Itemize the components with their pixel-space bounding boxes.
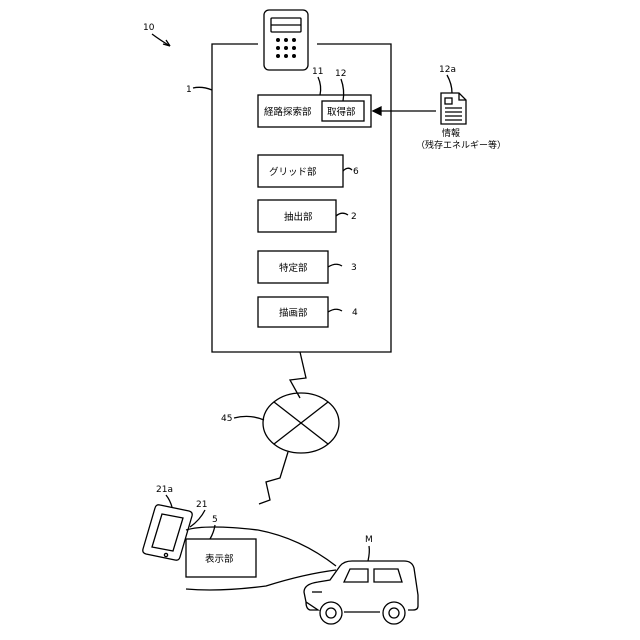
ref-info-12a: 12a	[439, 65, 456, 75]
ref-acquire-12: 12	[335, 69, 346, 79]
ref-draw-4: 4	[352, 308, 358, 318]
grid-label: グリッド部	[269, 166, 317, 178]
vehicle-icon	[304, 561, 418, 624]
ref-server-leader	[193, 87, 212, 90]
handheld-device-icon	[264, 10, 308, 70]
draw-label: 描画部	[279, 307, 308, 319]
ref-draw-leader	[328, 309, 342, 312]
network-icon	[263, 393, 339, 453]
ref-vehicle-m: M	[365, 535, 373, 545]
document-icon	[441, 93, 466, 124]
info-arrowhead	[373, 107, 381, 115]
ref-specify-3: 3	[351, 263, 357, 273]
ref-route-search-leader	[318, 77, 321, 95]
ref-system-arrow	[152, 34, 170, 46]
ref-display-5: 5	[212, 515, 218, 525]
ref-acquire-leader	[341, 79, 344, 101]
info-label-line1: 情報	[442, 127, 460, 139]
info-label-line2: （残存エネルギー等）	[416, 139, 506, 151]
ref-system-10: 10	[143, 23, 155, 33]
extract-label: 抽出部	[284, 211, 313, 223]
ref-terminal-leader	[166, 495, 172, 507]
ref-info-leader	[447, 75, 452, 93]
smartphone-icon	[143, 505, 192, 560]
ref-grid-leader	[343, 168, 352, 171]
ref-grid-6: 6	[353, 167, 359, 177]
ref-server-1: 1	[186, 85, 192, 95]
network-terminal-link	[259, 452, 288, 504]
display-label: 表示部	[205, 553, 234, 565]
ref-vehicle-leader	[368, 546, 369, 561]
acquire-label: 取得部	[327, 106, 356, 118]
ref-terminal-device-21: 21	[196, 500, 207, 510]
route-search-label: 経路探索部	[264, 106, 312, 118]
ref-network-leader	[234, 416, 264, 420]
ref-specify-leader	[328, 264, 342, 267]
specify-label: 特定部	[279, 262, 308, 274]
server-network-link	[290, 352, 306, 398]
ref-extract-leader	[336, 213, 348, 216]
ref-terminal-21a: 21a	[156, 485, 173, 495]
ref-network-45: 45	[221, 414, 232, 424]
ref-route-search-11: 11	[312, 67, 323, 77]
server-outline	[212, 44, 391, 352]
ref-extract-2: 2	[351, 212, 357, 222]
